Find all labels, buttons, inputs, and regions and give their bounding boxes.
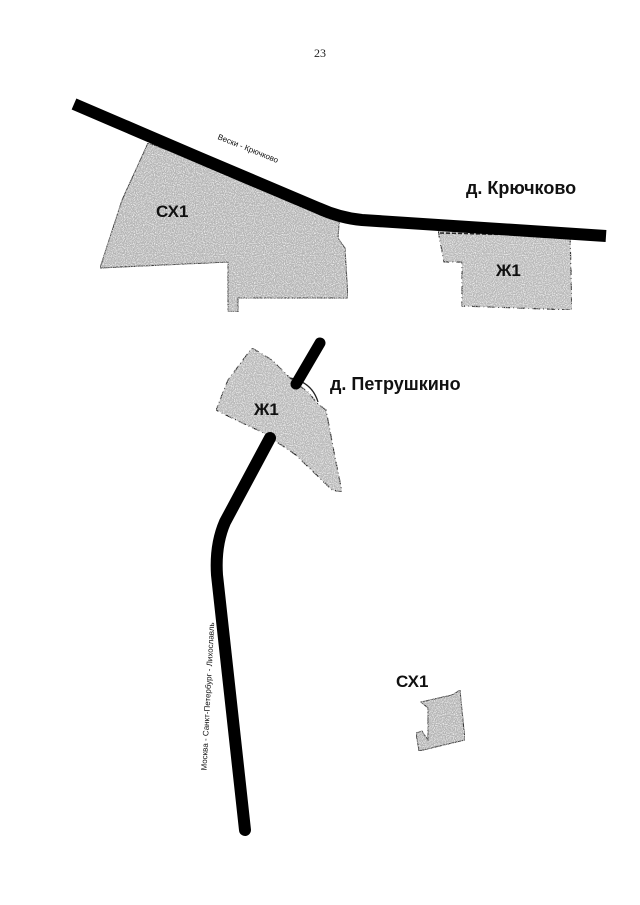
road-veski-kryuchkovo — [71, 98, 607, 242]
zone-zh1-petrushkino[interactable] — [215, 347, 343, 493]
zone-label-zh1-petrushkino: Ж1 — [254, 400, 279, 419]
road-msk-spb-north-segment — [290, 337, 326, 390]
zone-sx1-south[interactable] — [415, 689, 466, 752]
village-label-kryuchkovo: д. Крючково — [466, 178, 577, 198]
zone-sx1-north[interactable] — [99, 142, 349, 313]
zone-label-zh1-kryuchkovo: Ж1 — [496, 261, 521, 280]
page-number: 23 — [314, 46, 326, 60]
road-msk-spb-south-segment — [210, 432, 276, 836]
zone-label-sx1-north: СХ1 — [156, 202, 189, 221]
zone-label-sx1-south: СХ1 — [396, 672, 429, 691]
zone-zh1-kryuchkovo[interactable] — [437, 229, 573, 311]
village-label-petrushkino: д. Петрушкино — [330, 374, 461, 394]
